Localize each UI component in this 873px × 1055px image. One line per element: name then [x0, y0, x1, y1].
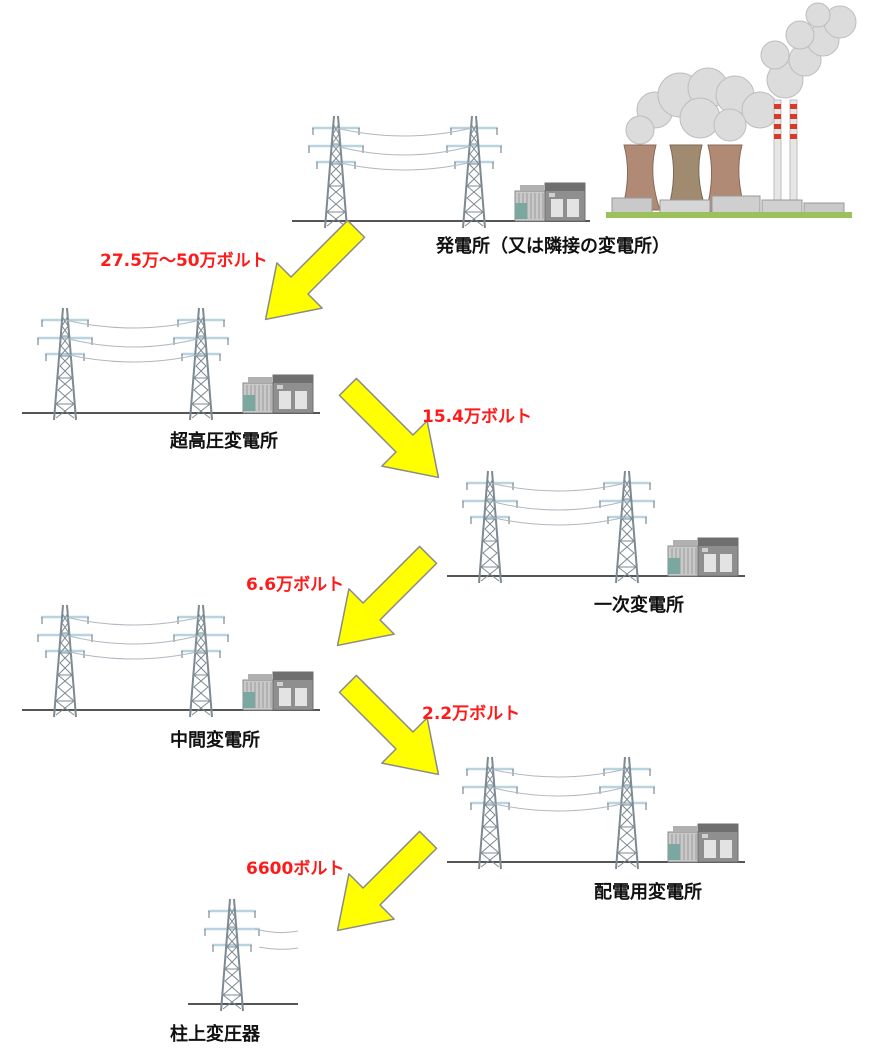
step-arrow — [242, 205, 380, 343]
station-label: 一次変電所 — [594, 594, 684, 616]
station-label: 中間変電所 — [170, 729, 260, 751]
power-plant-icon — [606, 2, 857, 218]
station-label: 配電用変電所 — [594, 881, 702, 903]
station-power-plant: 発電所（又は隣接の変電所） — [292, 2, 857, 257]
voltage-label: 6.6万ボルト — [246, 575, 344, 595]
station-label: 超高圧変電所 — [170, 430, 278, 452]
station-label: 柱上変圧器 — [170, 1023, 261, 1045]
voltage-label: 27.5万～50万ボルト — [100, 251, 268, 271]
voltage-label: 15.4万ボルト — [422, 407, 532, 427]
station-label: 発電所（又は隣接の変電所） — [435, 235, 670, 257]
voltage-label: 6600ボルト — [246, 859, 344, 879]
step-arrow — [324, 660, 462, 798]
station-pole-transformer: 柱上変圧器 — [170, 897, 299, 1045]
step-arrow — [324, 363, 462, 501]
step-arrow — [314, 816, 452, 954]
station-ultra-high-voltage: 超高圧変電所 — [22, 306, 320, 452]
voltage-label: 2.2万ボルト — [422, 704, 520, 724]
station-primary: 一次変電所 — [447, 469, 745, 616]
step-arrow — [314, 531, 452, 669]
station-intermediate: 中間変電所 — [22, 603, 320, 751]
station-distribution: 配電用変電所 — [447, 755, 745, 903]
